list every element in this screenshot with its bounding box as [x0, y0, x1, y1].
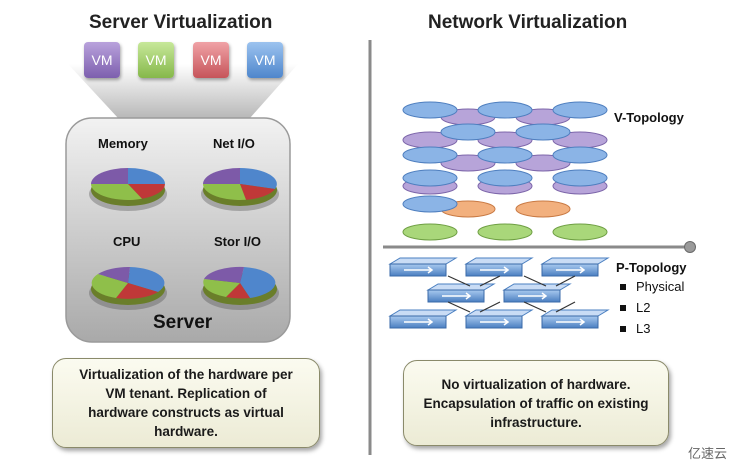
server-description-box: Virtualization of the hardware per VM te…	[52, 358, 320, 448]
v-topology-grid	[402, 101, 608, 241]
resource-label-memory: Memory	[98, 136, 148, 151]
p-topology-item-l3: L3	[636, 321, 651, 336]
v-topology-node	[402, 101, 458, 119]
v-topology-node	[515, 200, 571, 218]
pie-memory	[89, 168, 167, 211]
resource-label-stor-io: Stor I/O	[214, 234, 261, 249]
p-topology-label: P-Topology	[616, 260, 687, 275]
v-topology-node	[477, 169, 533, 187]
vm-icon-purple: VM	[84, 42, 120, 78]
p-topology-item-physical: Physical	[636, 279, 685, 294]
switch-link	[479, 275, 501, 287]
v-topology-node	[552, 101, 608, 119]
resource-label-cpu: CPU	[113, 234, 141, 249]
vm-icon-blue: VM	[247, 42, 283, 78]
v-topology-node	[515, 123, 571, 141]
v-topology-node	[440, 123, 496, 141]
server-desc-line: hardware constructs as virtual	[88, 405, 284, 420]
switch-icon	[540, 257, 610, 277]
v-topology-node	[477, 146, 533, 164]
switch-icon	[464, 257, 534, 277]
v-topology-node	[552, 146, 608, 164]
network-desc-line: infrastructure.	[490, 414, 582, 430]
server-virtualization-title: Server Virtualization	[89, 12, 273, 33]
v-topology-node	[552, 223, 608, 241]
v-topology-node	[477, 101, 533, 119]
vm-icon-green: VM	[138, 42, 174, 78]
switch-icon	[464, 309, 534, 329]
server-label: Server	[153, 312, 213, 333]
v-topology-node	[402, 146, 458, 164]
switch-link	[479, 301, 501, 313]
vm-icon-red: VM	[193, 42, 229, 78]
switch-icon	[426, 283, 496, 303]
server-desc-line: Virtualization of the hardware per	[79, 367, 293, 382]
v-topology-label: V-Topology	[614, 110, 684, 125]
server-desc-line: VM tenant. Replication of	[105, 386, 267, 401]
switch-icon	[502, 283, 572, 303]
switch-link	[523, 301, 547, 313]
separator-ball	[684, 241, 696, 253]
p-topology-item-l2: L2	[636, 300, 651, 315]
network-virtualization-title: Network Virtualization	[428, 12, 628, 33]
switch-link	[555, 275, 576, 287]
resource-label-net-io: Net I/O	[213, 136, 255, 151]
switch-icon	[540, 309, 610, 329]
switch-icon	[388, 309, 458, 329]
p-topology-switches	[388, 257, 610, 329]
pie-cpu	[89, 266, 167, 310]
v-topology-node	[552, 169, 608, 187]
v-topology-node	[402, 169, 458, 187]
network-desc-line: Encapsulation of traffic on existing	[423, 395, 649, 411]
vm-funnel	[68, 64, 298, 118]
switch-link	[447, 301, 471, 313]
pie-stor-io	[201, 266, 279, 310]
v-topology-node	[477, 223, 533, 241]
bullet-icon	[620, 305, 626, 311]
v-topology-node	[402, 223, 458, 241]
v-topology-node	[402, 195, 458, 213]
network-desc-line: No virtualization of hardware.	[441, 376, 631, 392]
switch-link	[447, 275, 471, 287]
watermark-logo: 亿速云	[687, 446, 727, 461]
bullet-icon	[620, 284, 626, 290]
pie-net-io	[201, 168, 279, 211]
switch-link	[555, 301, 576, 313]
switch-link	[523, 275, 547, 287]
server-desc-line: hardware.	[154, 424, 218, 439]
bullet-icon	[620, 326, 626, 332]
switch-icon	[388, 257, 458, 277]
network-description-box: No virtualization of hardware. Encapsula…	[403, 360, 669, 446]
